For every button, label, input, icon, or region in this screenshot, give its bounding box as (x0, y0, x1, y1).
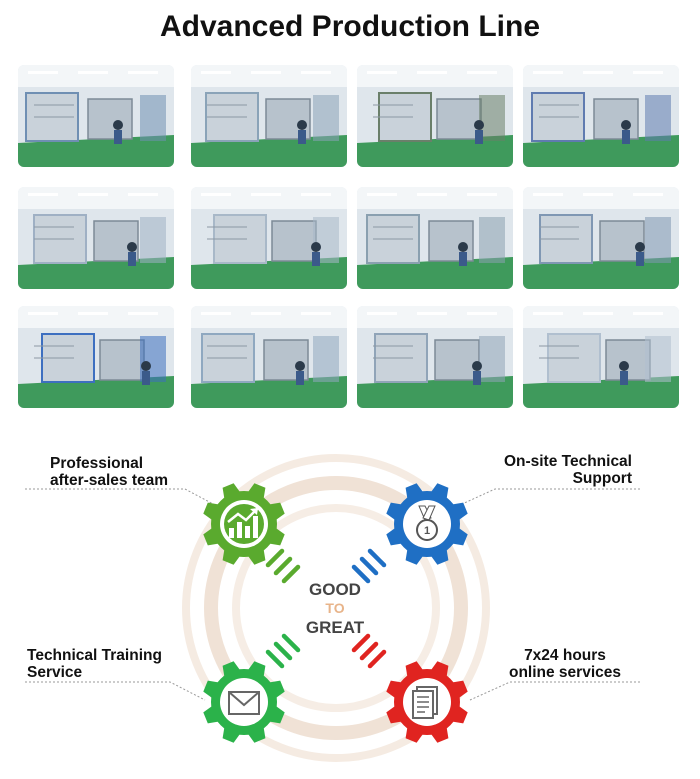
photo-winding-machine-operator (523, 65, 679, 167)
background-rings (182, 454, 490, 762)
label-line: online services (508, 664, 621, 681)
label-line: On-site Technical (503, 453, 632, 470)
photo-automated-line-worker (191, 187, 347, 289)
label-line: after-sales team (50, 472, 169, 489)
label-line: 7x24 hours (524, 647, 606, 664)
label-after-sales-team: Professional after-sales team (50, 455, 168, 489)
center-good: GOOD (309, 580, 361, 599)
photo-workers-testing-station (191, 306, 347, 408)
label-onsite-support: On-site Technical Support (470, 453, 632, 487)
center-to: TO (325, 600, 345, 616)
page-title: Advanced Production Line (159, 10, 541, 43)
photo-clean-room-machines (191, 65, 347, 167)
photo-coating-machine (357, 65, 513, 167)
label-line: Support (572, 470, 632, 487)
document-icon (412, 686, 438, 719)
medal-icon: 1 (416, 505, 438, 541)
photo-storage-racks-workers (523, 187, 679, 289)
label-line: Technical Training (27, 647, 162, 664)
envelope-icon (228, 691, 260, 715)
gear-bottom-right (386, 661, 468, 743)
label-line: Professional (50, 455, 144, 472)
connector-lines (25, 488, 640, 701)
photo-workshop-conveyor (357, 187, 513, 289)
good-to-great-text: GOOD TO GREAT (280, 580, 390, 637)
photo-aging-test-cabinets (357, 306, 513, 408)
label-online-services: 7x24 hours online services (490, 647, 640, 681)
photo-finished-battery-packs (523, 306, 679, 408)
growth-chart-icon (227, 507, 259, 538)
photo-assembly-line-enclosures (18, 187, 174, 289)
gear-top-left (203, 483, 285, 565)
photo-grid (18, 65, 679, 408)
label-technical-training: Technical Training Service (27, 647, 162, 681)
accent-stripes (265, 548, 387, 669)
photo-battery-cells-crates (18, 306, 174, 408)
center-great: GREAT (305, 618, 365, 637)
label-line: Service (27, 664, 83, 681)
gear-top-right: 1 (386, 483, 468, 565)
photo-chemical-mixing-room (18, 65, 174, 167)
svg-text:1: 1 (424, 525, 430, 537)
gear-bottom-left (203, 661, 285, 743)
